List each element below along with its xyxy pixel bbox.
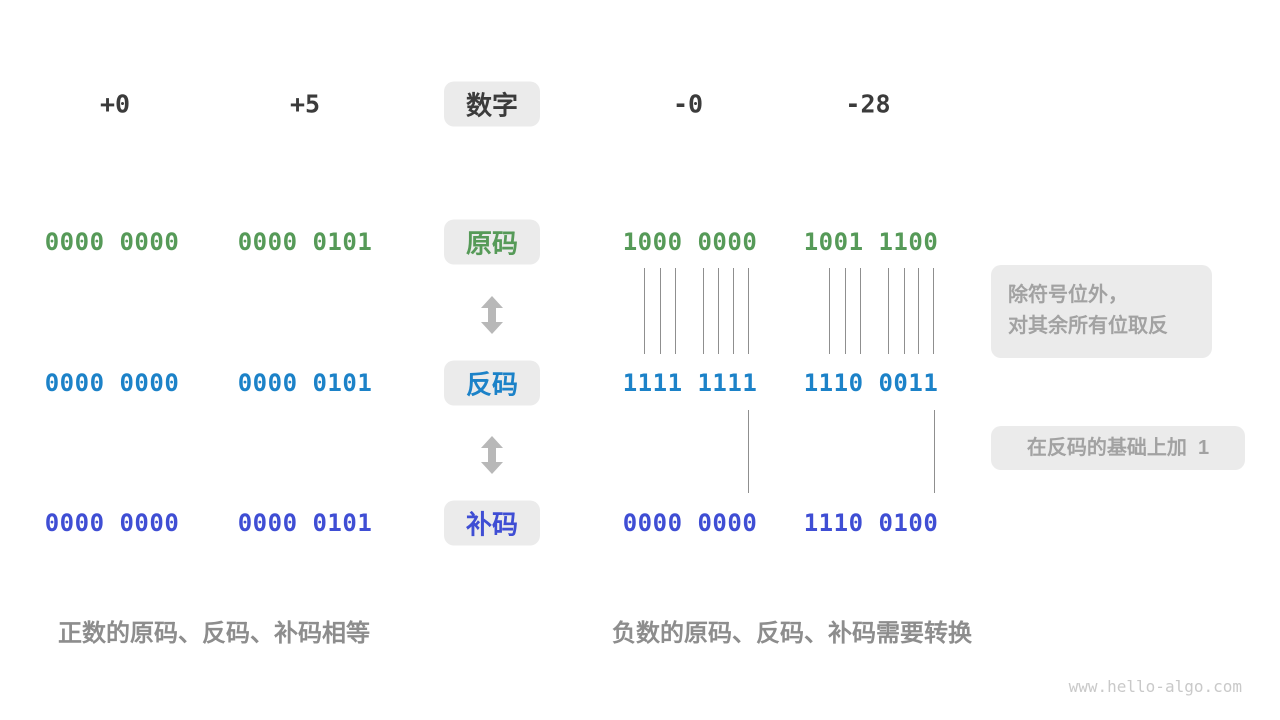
ones-complement-plus-zero: 0000 0000 [44, 369, 180, 397]
invert-bit-line [675, 268, 676, 354]
invert-bit-line [829, 268, 830, 354]
invert-bit-line [888, 268, 889, 354]
twos-complement-chip: 补码 [444, 500, 540, 546]
ones-complement-minus-28: 1110 0011 [803, 369, 939, 397]
add-one-line [934, 410, 935, 493]
invert-bit-line [660, 268, 661, 354]
sign-magnitude-plus-five: 0000 0101 [237, 228, 373, 256]
twos-complement-plus-five: 0000 0101 [237, 509, 373, 537]
sign-magnitude-minus-28: 1001 1100 [803, 228, 939, 256]
negative-numbers-caption: 负数的原码、反码、补码需要转换 [612, 620, 972, 647]
up-down-arrow-icon [481, 296, 503, 334]
invert-bit-line [703, 268, 704, 354]
header-minus-28: -28 [845, 89, 891, 119]
sign-magnitude-chip: 原码 [444, 219, 540, 265]
up-down-arrow-icon [481, 436, 503, 474]
invert-bits-note: 除符号位外， 对其余所有位取反 [991, 265, 1212, 358]
invert-bit-line [904, 268, 905, 354]
twos-complement-minus-28: 1110 0100 [803, 509, 939, 537]
header-plus-five: +5 [289, 89, 321, 119]
header-plus-zero: +0 [99, 89, 131, 119]
website-watermark: www.hello-algo.com [1068, 677, 1242, 696]
invert-bit-line [918, 268, 919, 354]
invert-bit-line [733, 268, 734, 354]
invert-bit-line [933, 268, 934, 354]
add-one-line [748, 410, 749, 493]
ones-complement-minus-zero: 1111 1111 [622, 369, 758, 397]
add-one-note: 在反码的基础上加 1 [991, 426, 1245, 470]
invert-bit-line [718, 268, 719, 354]
number-label-chip: 数字 [444, 81, 540, 127]
ones-complement-plus-five: 0000 0101 [237, 369, 373, 397]
sign-magnitude-minus-zero: 1000 0000 [622, 228, 758, 256]
invert-bit-line [845, 268, 846, 354]
invert-bit-line [644, 268, 645, 354]
invert-bit-line [860, 268, 861, 354]
positive-numbers-caption: 正数的原码、反码、补码相等 [58, 620, 370, 647]
twos-complement-minus-zero: 0000 0000 [622, 509, 758, 537]
sign-magnitude-plus-zero: 0000 0000 [44, 228, 180, 256]
header-minus-zero: -0 [672, 89, 704, 119]
invert-bit-line [748, 268, 749, 354]
ones-complement-chip: 反码 [444, 360, 540, 406]
twos-complement-plus-zero: 0000 0000 [44, 509, 180, 537]
invert-bits-note-line1: 除符号位外， [1008, 284, 1128, 306]
invert-bits-note-line2: 对其余所有位取反 [1008, 315, 1168, 337]
